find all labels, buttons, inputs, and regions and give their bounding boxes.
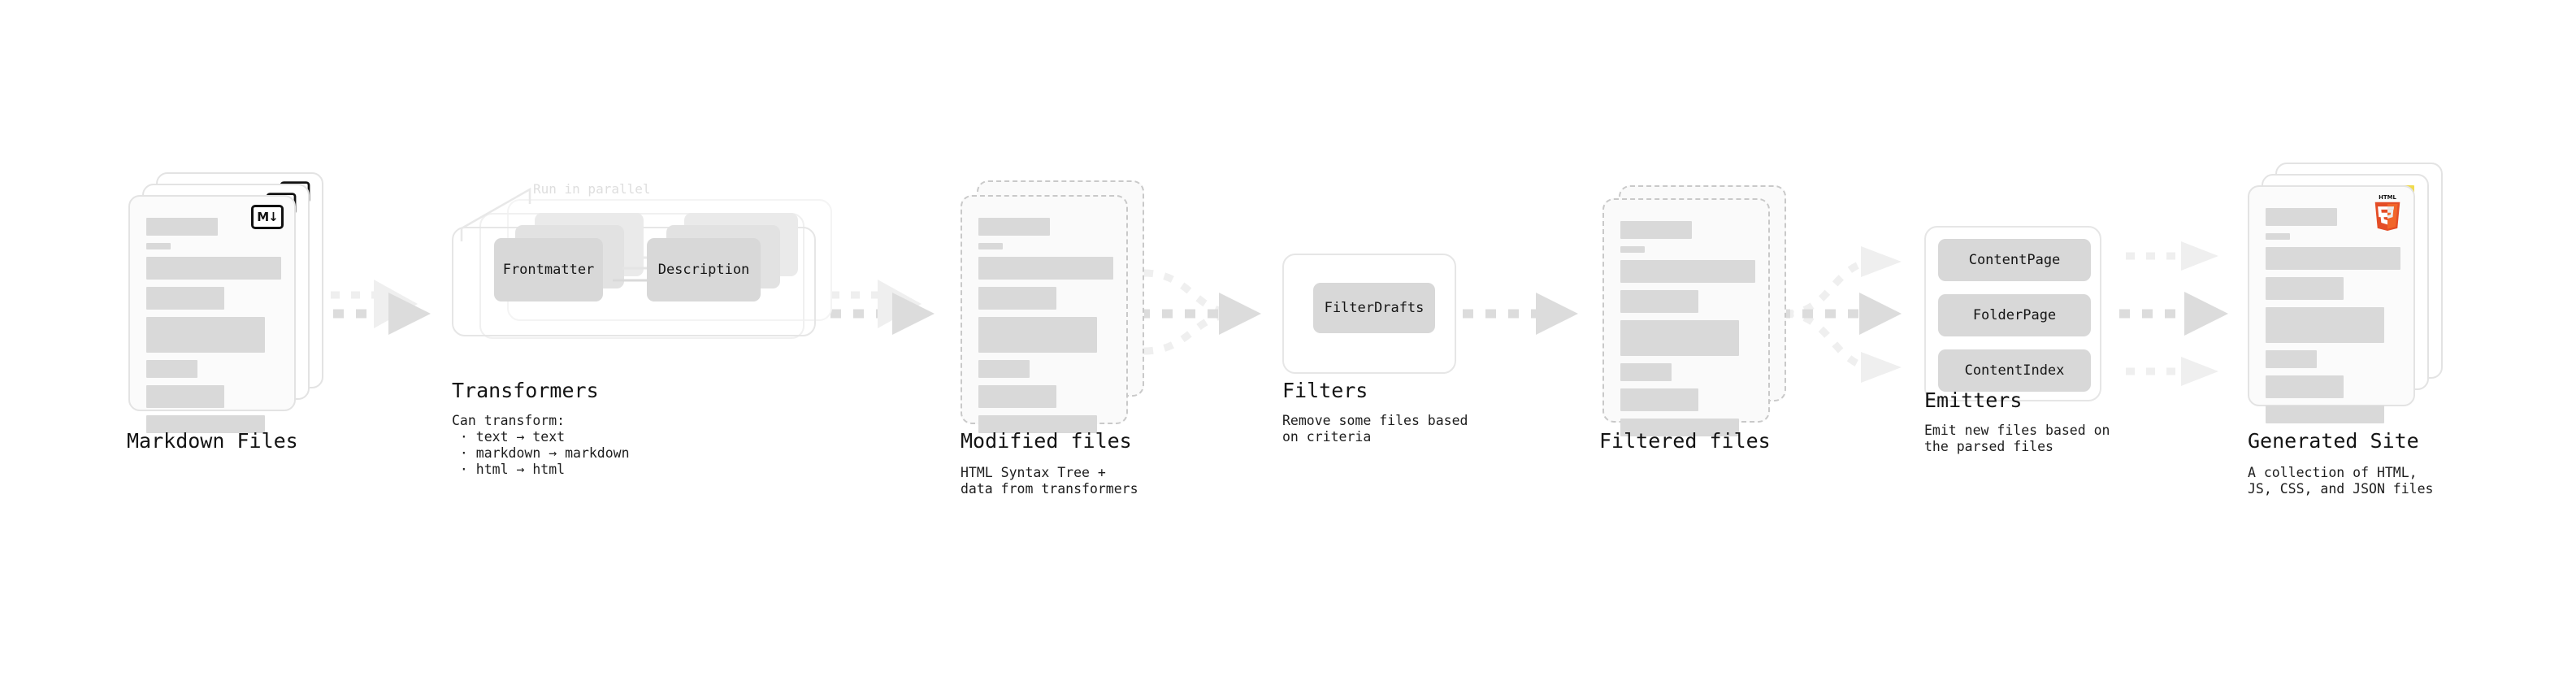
chip-folderpage[interactable]: FolderPage [1938,294,2091,336]
chip-description[interactable]: Description [647,238,761,301]
chip-contentindex[interactable]: ContentIndex [1938,349,2091,392]
markdown-card-front: M↓ [128,195,296,433]
doc-placeholder-lines [978,218,1113,440]
connector-transformers-to-modified [830,280,935,335]
doc-placeholder-lines [2266,208,2400,431]
transformers-title: Transformers [452,379,599,402]
markdown-files-title: Markdown Files [127,429,298,453]
doc-placeholder-lines [146,218,281,440]
filters-subtitle: Remove some files based on criteria [1282,413,1468,445]
filtered-card-front [1602,198,1770,436]
doc-placeholder-lines [1620,221,1755,444]
chip-contentpage-label: ContentPage [1968,252,2061,268]
modified-card-front [961,195,1128,433]
modified-files-title: Modified files [961,429,1132,453]
chip-description-label: Description [657,262,750,278]
transformers-group: Frontmatter Description [452,187,834,354]
filters-title: Filters [1282,379,1368,402]
chip-contentindex-label: ContentIndex [1964,362,2065,379]
chip-filterdrafts[interactable]: FilterDrafts [1313,283,1435,333]
filtered-files-title: Filtered files [1599,429,1771,453]
generated-card-front: HTML [2248,185,2415,423]
chip-filterdrafts-label: FilterDrafts [1324,300,1425,316]
connector-emitters-to-generated [2119,241,2228,386]
connector-modified-to-filters [1139,269,1261,355]
markdown-badge: M↓ [251,205,284,229]
transformer-group-ghost-mid [479,213,804,339]
svg-text:HTML: HTML [2379,194,2396,201]
emitters-title: Emitters [1924,388,2023,412]
run-in-parallel-label: Run in parallel [533,181,651,197]
modified-files-subtitle: HTML Syntax Tree + data from transformer… [961,465,1138,497]
connector-markdown-to-transformers [310,280,431,335]
transformers-subtitle: Can transform: · text → text · markdown … [452,413,630,477]
emitters-subtitle: Emit new files based on the parsed files [1924,423,2110,454]
connector-filtered-to-emitters [1780,246,1902,383]
html5-badge: HTML [2371,193,2404,231]
filters-group: FilterDrafts [1282,254,1456,374]
chip-contentpage[interactable]: ContentPage [1938,239,2091,281]
generated-site-title: Generated Site [2248,429,2419,453]
emitters-group: ContentPage FolderPage ContentIndex [1924,226,2101,401]
generated-site-subtitle: A collection of HTML, JS, CSS, and JSON … [2248,465,2434,497]
chip-folderpage-label: FolderPage [1972,307,2057,323]
chip-frontmatter-label: Frontmatter [502,262,595,278]
chip-frontmatter[interactable]: Frontmatter [494,238,603,301]
connector-filters-to-filtered [1463,293,1578,335]
